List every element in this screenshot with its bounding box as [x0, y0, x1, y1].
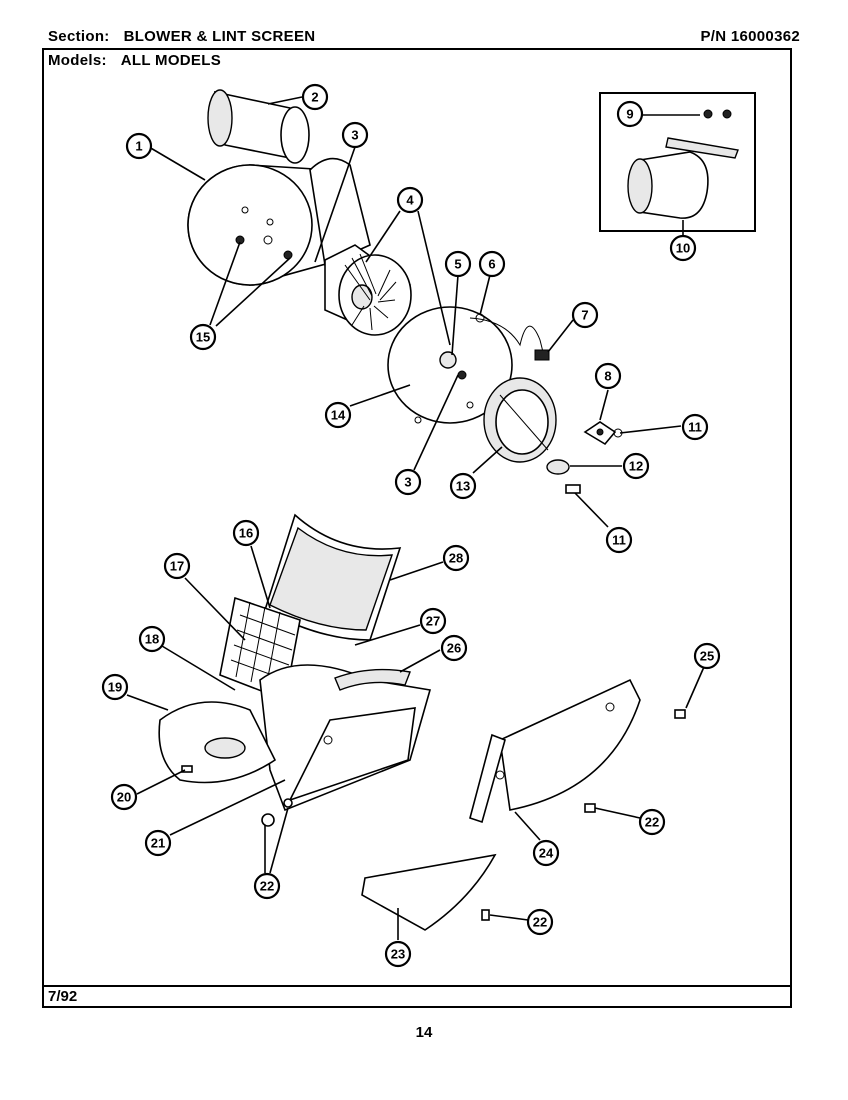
svg-text:24: 24 — [539, 846, 554, 861]
callout-13: 13 — [449, 472, 477, 500]
callout-25: 25 — [693, 642, 721, 670]
svg-text:15: 15 — [196, 330, 210, 345]
lint-screen-part — [264, 513, 402, 641]
callout-10: 10 — [669, 234, 697, 262]
svg-text:27: 27 — [426, 614, 440, 629]
callout-5: 5 — [444, 250, 472, 278]
svg-text:4: 4 — [406, 193, 414, 208]
callout-14: 14 — [324, 401, 352, 429]
callout-22-bottom: 22 — [526, 908, 554, 936]
lint-duct-part — [259, 664, 432, 812]
blower-outlet-part — [309, 157, 371, 267]
svg-text:7: 7 — [581, 308, 588, 323]
baffle-part — [361, 853, 497, 931]
section-label: Section: — [48, 28, 110, 45]
svg-text:5: 5 — [454, 257, 461, 272]
models-value: ALL MODELS — [120, 52, 222, 69]
duct-seal-part — [334, 668, 411, 691]
svg-text:21: 21 — [151, 836, 165, 851]
motor-part — [207, 89, 310, 164]
diagram-frame — [42, 48, 792, 1008]
screw-22b-part — [584, 803, 596, 813]
models-header: Models: ALL MODELS — [48, 52, 226, 69]
callout-20: 20 — [110, 783, 138, 811]
screw-22c-part — [481, 909, 490, 921]
screw-22a-part — [261, 798, 293, 827]
blower-wheel-part — [324, 244, 412, 336]
gasket-part — [546, 459, 570, 475]
svg-text:2: 2 — [311, 90, 318, 105]
callout-15: 15 — [189, 323, 217, 351]
seal-ring-part — [483, 377, 557, 463]
callout-21: 21 — [144, 829, 172, 857]
thermostat-part — [469, 313, 550, 361]
screw-11b-part — [565, 484, 581, 494]
blower-back-plate-part — [387, 306, 513, 424]
svg-text:25: 25 — [700, 649, 714, 664]
svg-text:23: 23 — [391, 947, 405, 962]
revision-date: 7/92 — [48, 988, 78, 1005]
callout-11-bottom: 11 — [605, 526, 633, 554]
svg-text:22: 22 — [533, 915, 547, 930]
thermostat-8-part — [583, 421, 623, 446]
callout-24: 24 — [532, 839, 560, 867]
callout-22-left: 22 — [253, 872, 281, 900]
callout-19: 19 — [101, 673, 129, 701]
callout-16: 16 — [232, 519, 260, 547]
part-number: P/N 16000362 — [700, 28, 800, 45]
callout-22-right: 22 — [638, 808, 666, 836]
footer-divider — [42, 985, 792, 987]
callout-11-top: 11 — [681, 413, 709, 441]
inlet-adapter-part — [158, 701, 277, 784]
svg-text:20: 20 — [117, 790, 131, 805]
svg-text:10: 10 — [676, 241, 690, 256]
svg-text:22: 22 — [645, 815, 659, 830]
section-title: BLOWER & LINT SCREEN — [123, 28, 316, 45]
callout-7: 7 — [571, 301, 599, 329]
svg-text:3: 3 — [404, 475, 411, 490]
models-label: Models: — [48, 52, 107, 69]
callout-1: 1 — [125, 132, 153, 160]
svg-text:16: 16 — [239, 526, 253, 541]
svg-text:1: 1 — [135, 139, 142, 154]
svg-text:26: 26 — [447, 641, 461, 656]
callout-6: 6 — [478, 250, 506, 278]
callout-12: 12 — [622, 452, 650, 480]
callout-18: 18 — [138, 625, 166, 653]
callout-26: 26 — [440, 634, 468, 662]
svg-text:18: 18 — [145, 632, 159, 647]
svg-text:3: 3 — [351, 128, 358, 143]
callout-28: 28 — [442, 544, 470, 572]
callout-8: 8 — [594, 362, 622, 390]
svg-text:8: 8 — [604, 369, 611, 384]
svg-text:11: 11 — [612, 533, 626, 548]
callout-17: 17 — [163, 552, 191, 580]
callout-27: 27 — [419, 607, 447, 635]
screw-20-part — [181, 765, 193, 773]
inset-box — [599, 92, 756, 232]
svg-text:11: 11 — [688, 420, 702, 435]
svg-text:14: 14 — [331, 408, 346, 423]
screw-25-part — [674, 709, 686, 719]
callout-9: 9 — [616, 100, 644, 128]
svg-text:19: 19 — [108, 680, 122, 695]
svg-text:13: 13 — [456, 479, 470, 494]
callout-3-bottom: 3 — [394, 468, 422, 496]
svg-text:9: 9 — [626, 107, 633, 122]
callout-23: 23 — [384, 940, 412, 968]
svg-text:12: 12 — [629, 459, 643, 474]
section-header: Section: BLOWER & LINT SCREEN — [48, 28, 315, 45]
callout-3-top: 3 — [341, 121, 369, 149]
svg-text:17: 17 — [170, 559, 184, 574]
page-number: 14 — [415, 1024, 433, 1041]
duct-cover-part — [469, 678, 641, 824]
callout-4: 4 — [396, 186, 424, 214]
svg-text:6: 6 — [488, 257, 495, 272]
callout-2: 2 — [301, 83, 329, 111]
svg-text:28: 28 — [449, 551, 463, 566]
svg-text:22: 22 — [260, 879, 274, 894]
